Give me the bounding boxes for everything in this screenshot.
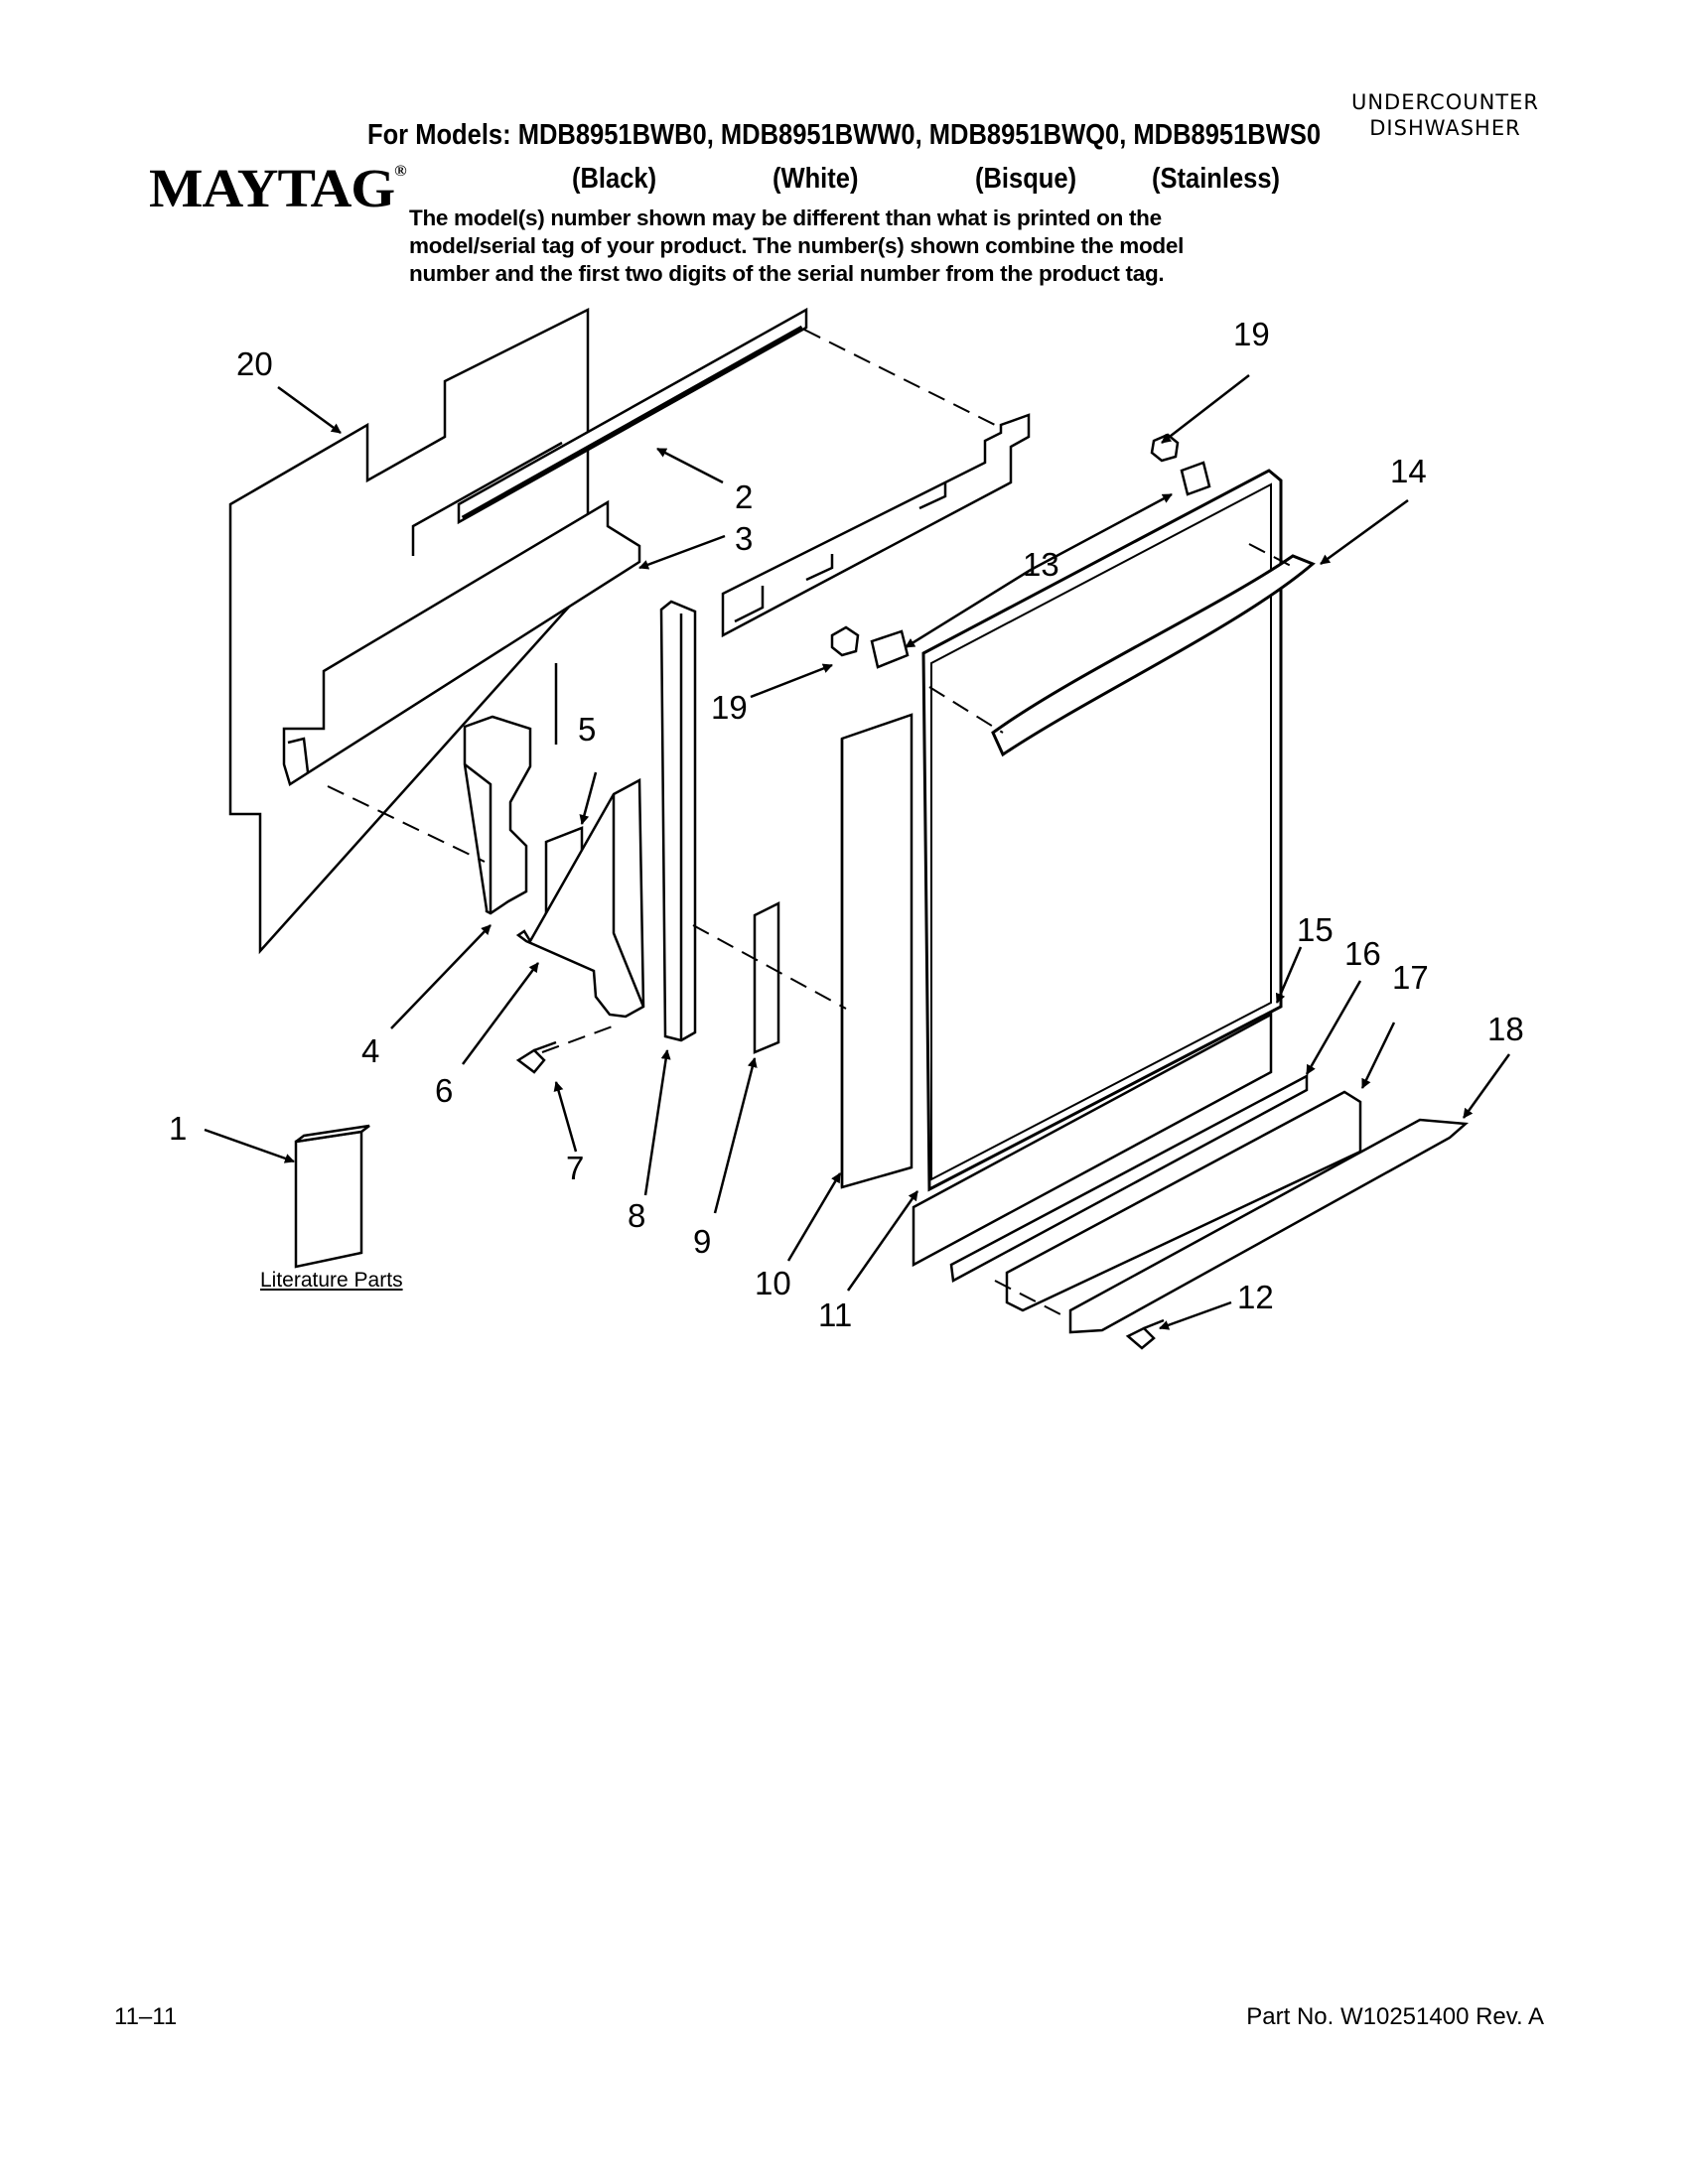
callout-18: 18 bbox=[1487, 1011, 1524, 1047]
part-14-handle bbox=[991, 554, 1316, 757]
model-number-note: The model(s) number shown may be differe… bbox=[409, 205, 1303, 288]
callout-16: 16 bbox=[1344, 935, 1381, 972]
callout-10: 10 bbox=[755, 1265, 791, 1301]
callout-5: 5 bbox=[578, 711, 596, 748]
callout-6: 6 bbox=[435, 1072, 453, 1109]
color-black: (Black) bbox=[572, 163, 657, 195]
part-13-clips bbox=[870, 461, 1211, 669]
callout-15: 15 bbox=[1297, 911, 1334, 948]
callout-4: 4 bbox=[361, 1032, 379, 1069]
exploded-parts-diagram: 20 2 3 19 14 13 19 5 15 16 17 18 4 6 1 7… bbox=[169, 307, 1524, 1350]
callout-12: 12 bbox=[1237, 1279, 1274, 1315]
note-line-2: model/serial tag of your product. The nu… bbox=[409, 233, 1185, 258]
part-7-screw bbox=[515, 1040, 557, 1074]
part-2-top-strip bbox=[457, 307, 808, 525]
literature-parts-label: Literature Parts bbox=[260, 1269, 403, 1292]
part-9-clip bbox=[753, 900, 780, 1054]
color-bisque: (Bisque) bbox=[975, 163, 1077, 195]
callout-14: 14 bbox=[1390, 453, 1427, 489]
maytag-logo: MAYTAG® bbox=[149, 157, 407, 219]
callout-2: 2 bbox=[735, 478, 753, 515]
footer-date: 11–11 bbox=[114, 2003, 178, 2030]
part-4-bracket bbox=[463, 715, 532, 915]
part-3-panel bbox=[282, 441, 641, 786]
callout-11: 11 bbox=[818, 1297, 852, 1333]
part-1-literature bbox=[294, 1124, 370, 1269]
callout-19-left: 19 bbox=[711, 689, 748, 726]
color-white: (White) bbox=[773, 163, 859, 195]
callout-9: 9 bbox=[693, 1223, 711, 1260]
part-16-strip bbox=[949, 1073, 1309, 1283]
callout-8: 8 bbox=[628, 1197, 645, 1234]
callout-7: 7 bbox=[566, 1150, 584, 1186]
color-stainless: (Stainless) bbox=[1152, 163, 1281, 195]
callout-arrows bbox=[204, 374, 1511, 1330]
note-line-1: The model(s) number shown may be differe… bbox=[409, 205, 1162, 230]
part-10-side-panel bbox=[840, 713, 914, 1189]
callout-13: 13 bbox=[1023, 546, 1059, 583]
part-6-hinge-bracket bbox=[515, 777, 645, 1019]
models-line: For Models: MDB8951BWB0, MDB8951BWW0, MD… bbox=[367, 119, 1322, 151]
document-type: UNDERCOUNTER DISHWASHER bbox=[1351, 89, 1539, 141]
part-15-kick-panel bbox=[912, 1012, 1273, 1268]
note-line-3: number and the first two digits of the s… bbox=[409, 261, 1165, 286]
document-type-line1: UNDERCOUNTER bbox=[1350, 90, 1539, 114]
callout-20: 20 bbox=[236, 345, 273, 382]
part-top-rail bbox=[721, 413, 1031, 638]
part-11-door-panel bbox=[921, 469, 1283, 1192]
callout-3: 3 bbox=[735, 520, 753, 557]
callout-19-top: 19 bbox=[1233, 316, 1270, 352]
assembly-dashed-lines bbox=[327, 329, 1292, 1317]
callout-1: 1 bbox=[169, 1110, 187, 1147]
part-12-screw bbox=[1125, 1318, 1165, 1350]
part-8-side-trim bbox=[659, 600, 697, 1042]
callout-numbers: 20 2 3 19 14 13 19 5 15 16 17 18 4 6 1 7… bbox=[169, 316, 1524, 1333]
registered-mark: ® bbox=[394, 163, 407, 180]
document-type-line2: DISHWASHER bbox=[1369, 116, 1521, 140]
footer-part-number: Part No. W10251400 Rev. A bbox=[1246, 2003, 1544, 2030]
logo-text: MAYTAG bbox=[149, 158, 395, 218]
callout-17: 17 bbox=[1392, 959, 1429, 996]
part-18-toe-kick bbox=[1068, 1118, 1470, 1334]
